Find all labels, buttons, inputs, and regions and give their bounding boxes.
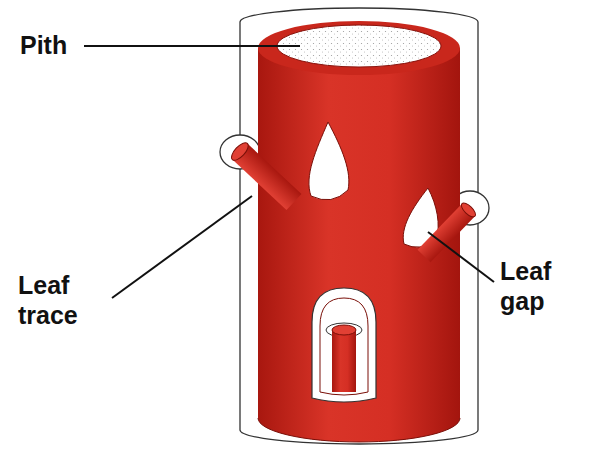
cylinder-bottom [258, 418, 460, 442]
part-label: Leaf gap [500, 256, 580, 316]
leader-line [112, 196, 252, 298]
leader-line [428, 232, 494, 282]
leaf-trace [418, 201, 478, 262]
leader-line [84, 45, 300, 47]
leaf-gap [309, 122, 349, 200]
leaf-gap [320, 298, 368, 395]
pith [277, 25, 441, 67]
part-label: Pith [20, 30, 90, 60]
cortex-outline [240, 8, 478, 444]
trace-ring [326, 323, 362, 337]
leaf-gap [312, 288, 376, 402]
leaf-trace [229, 140, 302, 210]
cylinder-top [258, 21, 460, 75]
trace-tip [332, 325, 356, 335]
part-label: Leaf trace [18, 270, 98, 330]
leaf-trace [332, 330, 356, 392]
